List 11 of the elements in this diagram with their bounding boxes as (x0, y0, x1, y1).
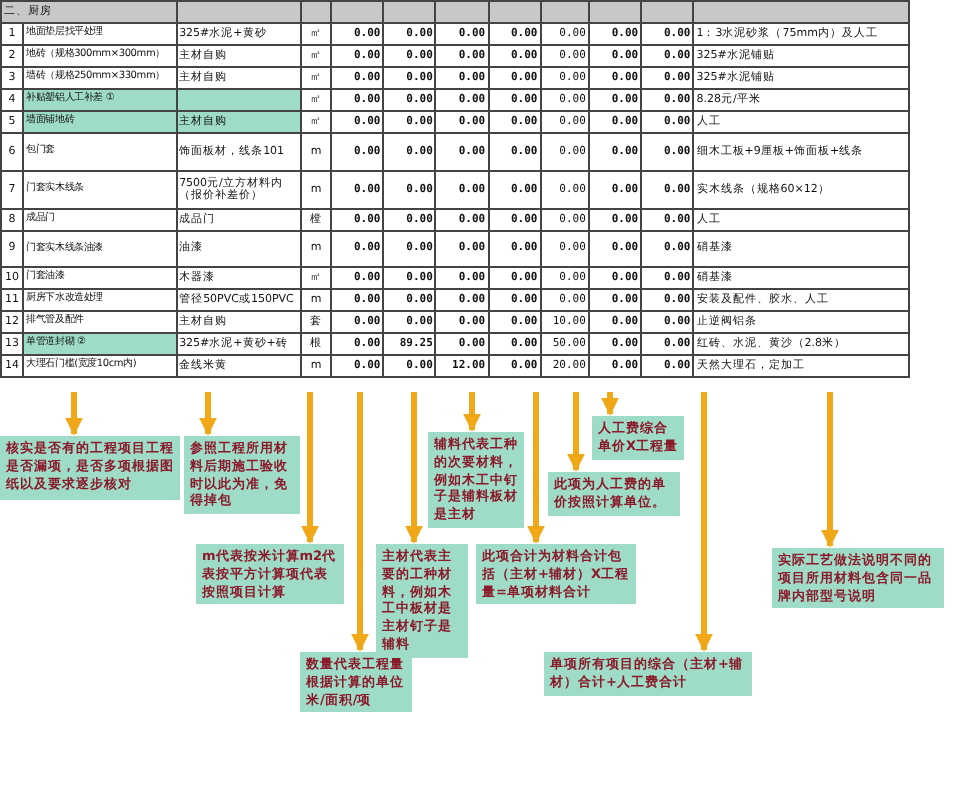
arrow (199, 392, 217, 436)
arrow (601, 392, 619, 416)
arrow (527, 392, 545, 544)
arrow (821, 392, 839, 548)
arrow (567, 392, 585, 472)
arrow (405, 392, 423, 544)
arrow (463, 392, 481, 432)
arrow (65, 392, 83, 436)
arrow (351, 392, 369, 652)
arrow (301, 392, 319, 544)
arrow (695, 392, 713, 652)
